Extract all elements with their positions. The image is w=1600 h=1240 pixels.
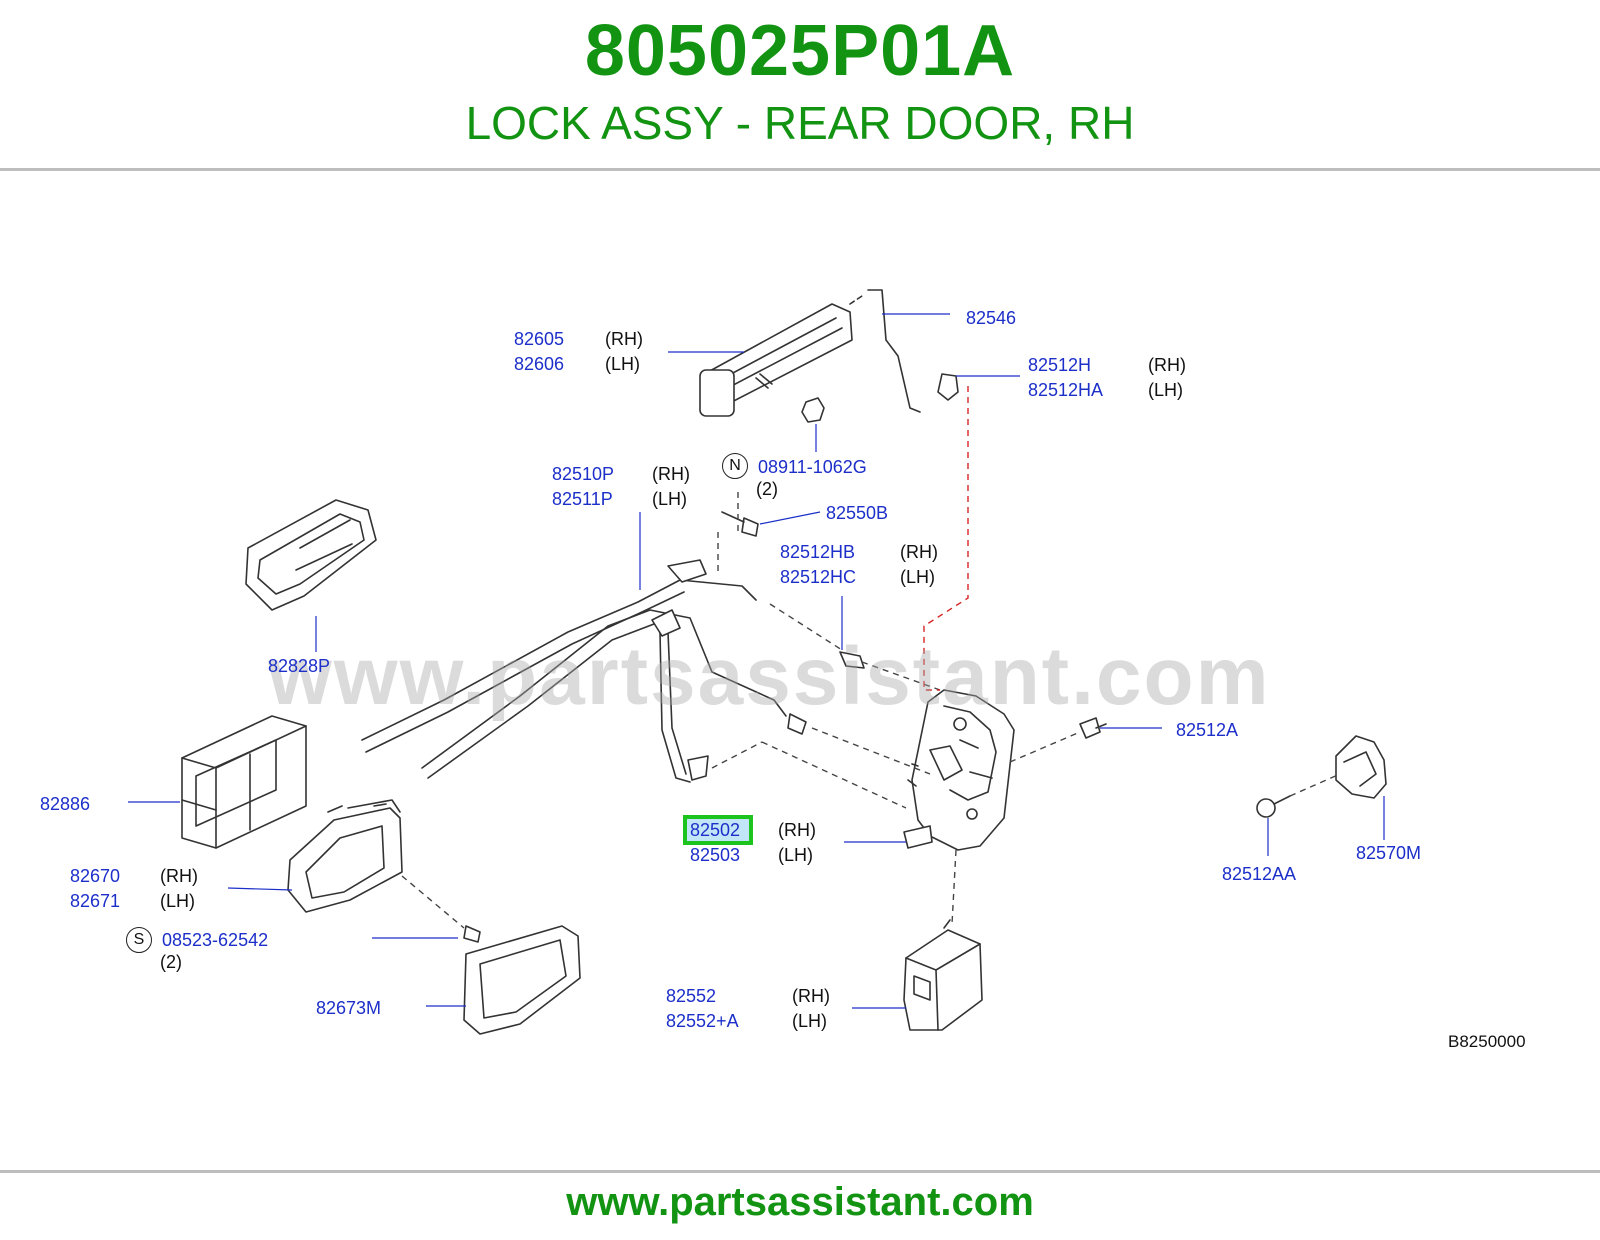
- quantity-label: (2): [160, 952, 182, 972]
- leader-lines: [128, 313, 1385, 1009]
- symbol-s-circle: S: [126, 927, 152, 953]
- side-label: (RH): [652, 464, 690, 484]
- side-label: (LH): [1148, 380, 1183, 400]
- part-link-08523-62542[interactable]: 08523-62542: [162, 930, 269, 950]
- side-label: (RH): [900, 542, 938, 562]
- inside-handle-82670-drawing: [287, 799, 403, 913]
- part-link-82512aa[interactable]: 82512AA: [1222, 864, 1297, 884]
- symbol-n-circle: N: [722, 453, 748, 479]
- clip-82512hb-drawing: [839, 651, 865, 669]
- part-number-title: 805025P01A: [584, 11, 1016, 91]
- part-link-82570m[interactable]: 82570M: [1356, 843, 1422, 863]
- part-link-82512a[interactable]: 82512A: [1176, 720, 1239, 740]
- part-link-82512h[interactable]: 82512H: [1028, 355, 1092, 375]
- part-link-08911-1062g[interactable]: 08911-1062G: [758, 457, 867, 477]
- side-label: (LH): [792, 1011, 827, 1031]
- page-header: 805025P01A LOCK ASSY - REAR DOOR, RH: [0, 0, 1600, 168]
- lock-rods-drawing: [361, 559, 807, 783]
- clip-82512h-drawing: [937, 373, 959, 401]
- actuator-82552-drawing: [903, 919, 983, 1031]
- part-link-82510p[interactable]: 82510P: [552, 464, 615, 484]
- part-link-82671[interactable]: 82671: [70, 891, 121, 911]
- side-label: (LH): [652, 489, 687, 509]
- block-82886-drawing: [181, 715, 307, 849]
- header-divider: [0, 168, 1600, 171]
- part-link-82550b[interactable]: 82550B: [826, 503, 889, 523]
- part-link-82512hb[interactable]: 82512HB: [780, 542, 856, 562]
- lock-assembly-82502-drawing: [903, 689, 1015, 851]
- screw-08523-drawing: [463, 925, 481, 943]
- part-link-82511p[interactable]: 82511P: [552, 489, 613, 509]
- screw-82512a-drawing: [1079, 717, 1101, 739]
- part-link-82502[interactable]: 82502: [690, 820, 741, 840]
- side-label: (RH): [605, 329, 643, 349]
- part-description: LOCK ASSY - REAR DOOR, RH: [465, 97, 1135, 149]
- side-label: (RH): [1148, 355, 1186, 375]
- side-label: (RH): [778, 820, 816, 840]
- screw-82512aa-drawing: [1256, 798, 1276, 818]
- part-link-82605[interactable]: 82605: [514, 329, 565, 349]
- footer-divider: [0, 1170, 1600, 1173]
- part-link-82670[interactable]: 82670: [70, 866, 121, 886]
- part-link-82552[interactable]: 82552: [666, 986, 717, 1006]
- side-label: (RH): [160, 866, 198, 886]
- side-label: (RH): [792, 986, 830, 1006]
- side-label: (LH): [160, 891, 195, 911]
- escutcheon-82828p-drawing: [245, 499, 377, 611]
- part-link-82546[interactable]: 82546: [966, 308, 1017, 328]
- part-link-82512ha[interactable]: 82512HA: [1028, 380, 1104, 400]
- rod-82546-drawing: [867, 289, 921, 413]
- part-link-82886[interactable]: 82886: [40, 794, 91, 814]
- nut-drawing: [801, 397, 825, 423]
- part-link-82552-a[interactable]: 82552+A: [666, 1011, 739, 1031]
- selected-part-highlight: [683, 815, 753, 845]
- part-link-82828p[interactable]: 82828P: [268, 656, 331, 676]
- watermark-text: www.partsassistant.com: [268, 631, 1271, 722]
- quantity-label: (2): [756, 479, 778, 499]
- bezel-82673m-drawing: [463, 925, 581, 1035]
- part-link-82512hc[interactable]: 82512HC: [780, 567, 857, 587]
- part-link-82673m[interactable]: 82673M: [316, 998, 382, 1018]
- outside-handle-drawing: [699, 303, 853, 417]
- side-label: (LH): [900, 567, 935, 587]
- part-link-82606[interactable]: 82606: [514, 354, 565, 374]
- side-label: (LH): [778, 845, 813, 865]
- side-label: (LH): [605, 354, 640, 374]
- footer-url[interactable]: www.partsassistant.com: [566, 1180, 1034, 1224]
- bolt-82550b-drawing: [721, 511, 759, 537]
- red-dashed-route: [923, 386, 969, 691]
- part-link-82503[interactable]: 82503: [690, 845, 741, 865]
- striker-82570m-drawing: [1335, 735, 1387, 799]
- diagram-code: B8250000: [1448, 1032, 1526, 1051]
